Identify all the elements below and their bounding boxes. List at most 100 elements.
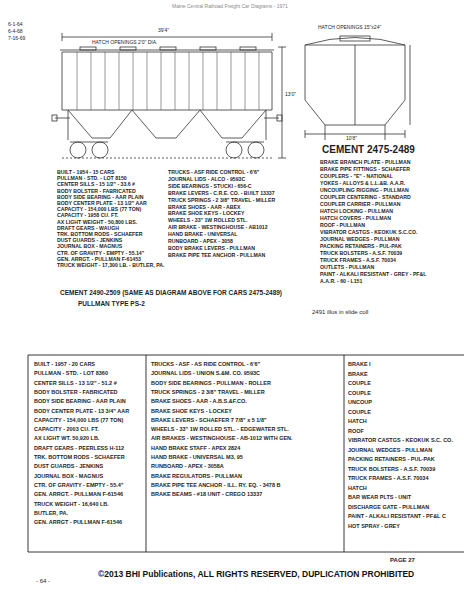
spec-line: DISCHARGE GATE - PULLMAN xyxy=(348,505,429,511)
spec-line: HATCH COVERS - PULLMAN xyxy=(320,216,391,221)
spec-line: PAINT - ALKALI RESISTANT - GREY - PF&L xyxy=(320,272,426,277)
page-number: - 64 - xyxy=(36,578,50,584)
side-post xyxy=(133,52,134,110)
spec-line: GEN. ARRGT. - PULLMAN F-61546 xyxy=(34,492,123,498)
spec-line: A.A.R. - 60 - L151 xyxy=(320,279,362,284)
spec-line: PULLMAN - STD. - LOT 8360 xyxy=(34,371,108,377)
spec-line: BODY BOLSTER - FABRICATED xyxy=(34,390,118,396)
spec-line: HAND BRAKE - UNIVERSAL M3, 95 xyxy=(151,455,243,461)
copyright-caption: ©2013 BHI Publications, ALL RIGHTS RESER… xyxy=(98,570,414,579)
side-post xyxy=(189,52,190,110)
spec-line: BODY BOLSTER - FABRICATED xyxy=(57,189,136,194)
spec-line: BODY SIDE BEARING - AAR PLAIN xyxy=(34,399,126,405)
side-post xyxy=(147,52,148,110)
revision-date: 7-16-69 xyxy=(8,36,25,41)
spec-line: RUNBOARD - APEX - 3058A xyxy=(151,464,224,470)
spec-line: GEN. ARRGT. - PULLMAN F-61453 xyxy=(57,257,141,262)
spec-line: CENTER SILLS - 15 1/2" - 33.6 # xyxy=(57,182,135,187)
spec-line: BRAKE PIPE TEE ANCHOR - PULLMAN xyxy=(168,253,265,258)
spec-line: CAPACITY - 1958 CU. FT. xyxy=(57,213,118,218)
revision-date: 6-1-64 xyxy=(8,22,22,27)
spec-line: COUPLE xyxy=(348,410,371,416)
side-post xyxy=(203,52,204,110)
side-post xyxy=(91,52,92,110)
spec-line: CAPACITY - 154,000 LBS (77 TON) xyxy=(57,207,141,212)
spec-line: TRUCK FRAMES - A.S.F. 70034 xyxy=(348,476,428,482)
spec-line: WHEELS - 33" 1W ROLLED STL. - EDGEWATER … xyxy=(151,427,289,433)
spec-line: VIBRATOR CASTGS - KEOKUK S.C.CO. xyxy=(320,230,418,235)
spec-line: AIR BRAKE - WESTINGHOUSE - AB1012 xyxy=(168,225,268,230)
spec-line: JOURNAL BOX - MAGNUS xyxy=(57,244,122,249)
spec-line: ROOF xyxy=(348,429,364,435)
spec-line: TRUCK WEIGHT - 16,640 LB. xyxy=(34,502,109,508)
spec-line: WHEELS - 33" 1W ROLLED STL. xyxy=(168,218,248,223)
spec-line: AX LIGHT WEIGHT - 50,800 LBS. xyxy=(57,220,137,225)
spec-line: DUST GUARDS - JENKINS xyxy=(34,464,103,470)
spec-line: CENTER SILLS - 13 1/2" - 51.2 # xyxy=(34,381,117,387)
spec-line: BRAKE I xyxy=(348,362,371,368)
spec-line: PAINT - ALKALI RESISTANT - PF&L C xyxy=(348,514,446,520)
spec-line: BRAKE PIPE TEE ANCHOR - ILL. RY. EQ. - 3… xyxy=(151,483,280,489)
spec-line: HATCH xyxy=(348,419,367,425)
spec-line: JOURNAL LIDS - ALCO - 9593C xyxy=(168,177,245,182)
spec-line: JOURNAL WEDGES - PULLMAN xyxy=(320,237,399,242)
spec-line: BRAKE SHOES - AAR - A.B.S.&F.CO. xyxy=(151,399,247,405)
car-type: PULLMAN TYPE PS-2 xyxy=(78,301,145,308)
side-post xyxy=(175,52,176,110)
side-post xyxy=(77,52,78,110)
car-series-title: CEMENT 2490-2509 (SAME AS DIAGRAM ABOVE … xyxy=(60,290,282,297)
spec-line: COUPLER CENTERING - STANDARD xyxy=(320,195,411,200)
spec-line: DUST GUARDS - JENKINS xyxy=(57,238,122,243)
spec-line: PULLMAN - STD. - LOT 8150 xyxy=(57,176,127,181)
dimension-label: 39'4" xyxy=(158,28,169,33)
dimension-label: HATCH OPENINGS 2'0" DIA. xyxy=(92,40,157,45)
spec-line: BODY BRAKE LEVERS - PULLMAN xyxy=(168,246,255,251)
spec-line: DRAFT GEARS - WAUGH xyxy=(57,226,119,231)
spec-line: YOKES - ALLOYS & L.L.&B. A.A.R. xyxy=(320,181,405,186)
spec-line: UNCOUP xyxy=(348,400,372,406)
spec-line: TRK. BOTTOM RODS - SCHAEFER xyxy=(57,232,143,237)
side-post xyxy=(245,52,246,110)
spec-line: BUTLER, PA. xyxy=(34,511,68,517)
spec-line: BUILT - 1954 - 15 CARS xyxy=(57,170,115,175)
page-header: Maine Central Railroad Freight Car Diagr… xyxy=(172,4,288,9)
spec-line: TRUCK BOLSTERS - A.S.F. 70039 xyxy=(348,467,435,473)
spec-line: ROOF - PULLMAN xyxy=(320,223,365,228)
spec-line: BRAKE BRANCH PLATE - PULLMAN xyxy=(320,160,410,165)
spec-line: COUPLE xyxy=(348,381,371,387)
spec-line: BODY SIDE BEARING - AAR PLAIN xyxy=(57,195,143,200)
dimension-label: 13'0" xyxy=(285,92,296,97)
side-post xyxy=(119,52,120,110)
side-post xyxy=(259,52,260,110)
dimension-label: 10'8" xyxy=(346,136,357,141)
spec-line: HATCH LOCKING - PULLMAN xyxy=(320,209,393,214)
side-post xyxy=(231,52,232,110)
spec-line: HATCH xyxy=(348,486,367,492)
spec-line: BAR WEAR PLTS - UNIT xyxy=(348,495,411,501)
handwritten-note: 2491 illus in slide coll xyxy=(312,309,368,315)
page-number: PAGE 27 xyxy=(390,557,415,563)
spec-line: BRAKE BEAMS - #18 UNIT - CREGO 13337 xyxy=(151,492,262,498)
spec-line: DRAFT GEARS - PEERLESS H-112 xyxy=(34,446,124,452)
spec-line: BRAKE LEVERS - SCHAEFER 7 7/8" x 5 1/8" xyxy=(151,418,267,424)
spec-line: TRUCKS - ASF - AS RIDE CONTROL - 6'6" xyxy=(151,362,260,368)
spec-line: BODY SIDE BEARINGS - PULLMAN - ROLLER xyxy=(151,381,271,387)
spec-line: HAND BRAKE STAFF - APEX 2824 xyxy=(151,446,240,452)
spec-line: VIBRATOR CASTGS - KEOKUK S.C. CO. xyxy=(348,438,453,444)
spec-line: TRUCK SPRINGS - 2 3/8" TRAVEL - MILLER xyxy=(168,198,275,203)
spec-line: CAPACITY - 2003 CU. FT. xyxy=(34,427,99,433)
side-post xyxy=(161,52,162,110)
spec-line: TRUCK SPRINGS - 2 3/8" TRAVEL - MILLER xyxy=(151,390,265,396)
car-series-title: CEMENT 2475-2489 xyxy=(322,145,415,155)
spec-line: COUPLERS - "E" - NATIONAL xyxy=(320,174,393,179)
spec-line: PACKING RETAINERS - PUL-PAK xyxy=(348,457,435,463)
spec-line: JOURNAL BOX - MAGNUS xyxy=(34,474,103,480)
spec-line: OUTLETS - PULLMAN xyxy=(320,265,374,270)
spec-line: TRUCK FRAMES - A.S.F. 70034 xyxy=(320,258,396,263)
revision-date: 6-4-68 xyxy=(8,29,22,34)
spec-line: COUPLE xyxy=(348,391,371,397)
dimension-label: HATCH OPENINGS 15"x24" xyxy=(318,25,381,30)
side-post xyxy=(217,52,218,110)
spec-line: COUPLER CARRIER - PULLMAN xyxy=(320,202,400,207)
